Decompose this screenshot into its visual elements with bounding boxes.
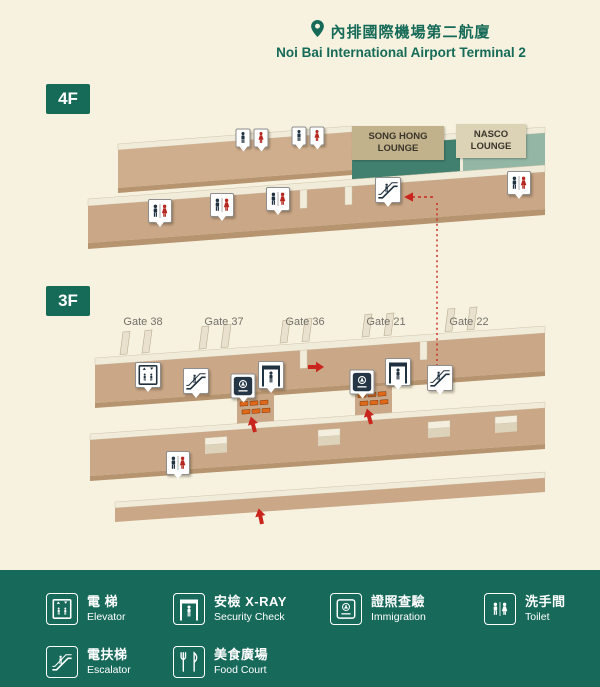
immigration-marker [349,369,375,399]
floor-badge-3f: 3F [46,286,90,316]
header: 內排國際機場第二航廈 Noi Bai International Airport… [221,20,581,60]
elevator-icon [46,593,78,625]
gate-label-38: Gate 38 [123,316,163,328]
toilet-double-marker [291,126,325,150]
legend-label-en: Elevator [87,610,126,623]
legend [0,570,600,687]
food-icon [173,646,205,678]
page-title-en: Noi Bai International Airport Terminal 2 [276,45,526,60]
floor-badge-4f: 4F [46,84,90,114]
legend-label-en: Toilet [525,610,550,623]
legend-label-zh: 美食廣場 [214,646,269,662]
legend-label-en: Immigration [371,610,426,623]
immigration-icon [330,593,362,625]
mens-toilet-icon [235,128,251,152]
location-pin-icon [311,20,325,42]
legend-label-zh: 電 梯 [87,593,119,609]
mens-toilet-icon [291,126,307,150]
legend-label-en: Escalator [87,663,131,676]
song-hong-lounge-label: SONG HONG LOUNGE [352,126,444,160]
escalator-marker [183,368,209,398]
toilet-marker [507,171,531,199]
pillars [204,415,518,454]
legend-label-zh: 安檢 X-RAY [214,593,287,609]
legend-label-zh: 電扶梯 [87,646,128,662]
womens-toilet-icon [253,128,269,152]
page-title-zh: 內排國際機場第二航廈 [330,23,491,41]
toilet-marker [148,199,172,227]
toilet-double-marker [235,128,269,152]
toilet-marker [266,187,290,215]
toilet-icon [484,593,516,625]
route-dotted-line [404,192,438,371]
floor-3f-plan [89,306,546,522]
toilet-marker [210,193,234,221]
immigration-marker [230,373,256,403]
elevator-marker [135,362,161,392]
legend-label-zh: 證照查驗 [371,593,426,609]
escalator-icon [46,646,78,678]
gate-label-37: Gate 37 [204,316,244,328]
nasco-lounge-label: NASCO LOUNGE [456,124,526,158]
gate-fingers [119,306,478,355]
gate-label-36: Gate 36 [285,316,325,328]
security-marker [258,361,284,393]
legend-label-en: Food Court [214,663,267,676]
womens-toilet-icon [309,126,325,150]
escalator-marker [427,365,453,395]
gate-label-21: Gate 21 [366,316,406,328]
security-marker [385,358,411,390]
legend-label-zh: 洗手間 [525,593,566,609]
legend-label-en: Security Check [214,610,285,623]
gate-label-22: Gate 22 [449,316,489,328]
security-icon [173,593,205,625]
escalator-marker [375,177,401,207]
toilet-marker [166,451,190,479]
